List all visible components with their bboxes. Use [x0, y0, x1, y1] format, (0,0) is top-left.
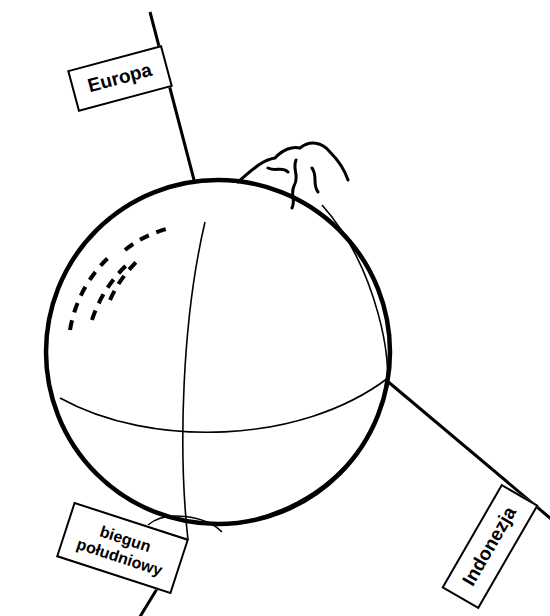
- flag-text: biegun południowy: [74, 516, 170, 580]
- equator-line: [60, 378, 388, 432]
- flag-label: Indonezja: [441, 484, 538, 609]
- meridian-line: [183, 222, 205, 540]
- hidden-coastline: [70, 228, 170, 330]
- meridian-line: [250, 205, 387, 520]
- flag-text: Europa: [85, 59, 155, 98]
- coastline: [238, 143, 348, 208]
- flag-text: Indonezja: [458, 503, 522, 591]
- flag-label: Europa: [67, 45, 173, 112]
- globe-outline: [46, 180, 390, 524]
